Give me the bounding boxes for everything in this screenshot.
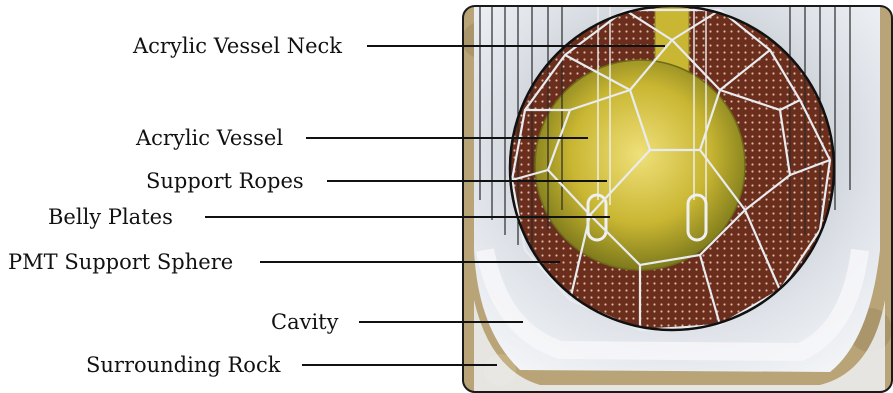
label-belly-plates: Belly Plates bbox=[48, 205, 173, 229]
acrylic-vessel bbox=[535, 60, 745, 270]
label-acrylic-vessel: Acrylic Vessel bbox=[136, 126, 283, 150]
label-pmt-support-sphere: PMT Support Sphere bbox=[8, 250, 233, 274]
label-support-ropes: Support Ropes bbox=[146, 169, 304, 193]
label-cavity: Cavity bbox=[271, 310, 338, 334]
label-surrounding-rock: Surrounding Rock bbox=[86, 353, 280, 377]
label-acrylic-vessel-neck: Acrylic Vessel Neck bbox=[133, 34, 342, 58]
